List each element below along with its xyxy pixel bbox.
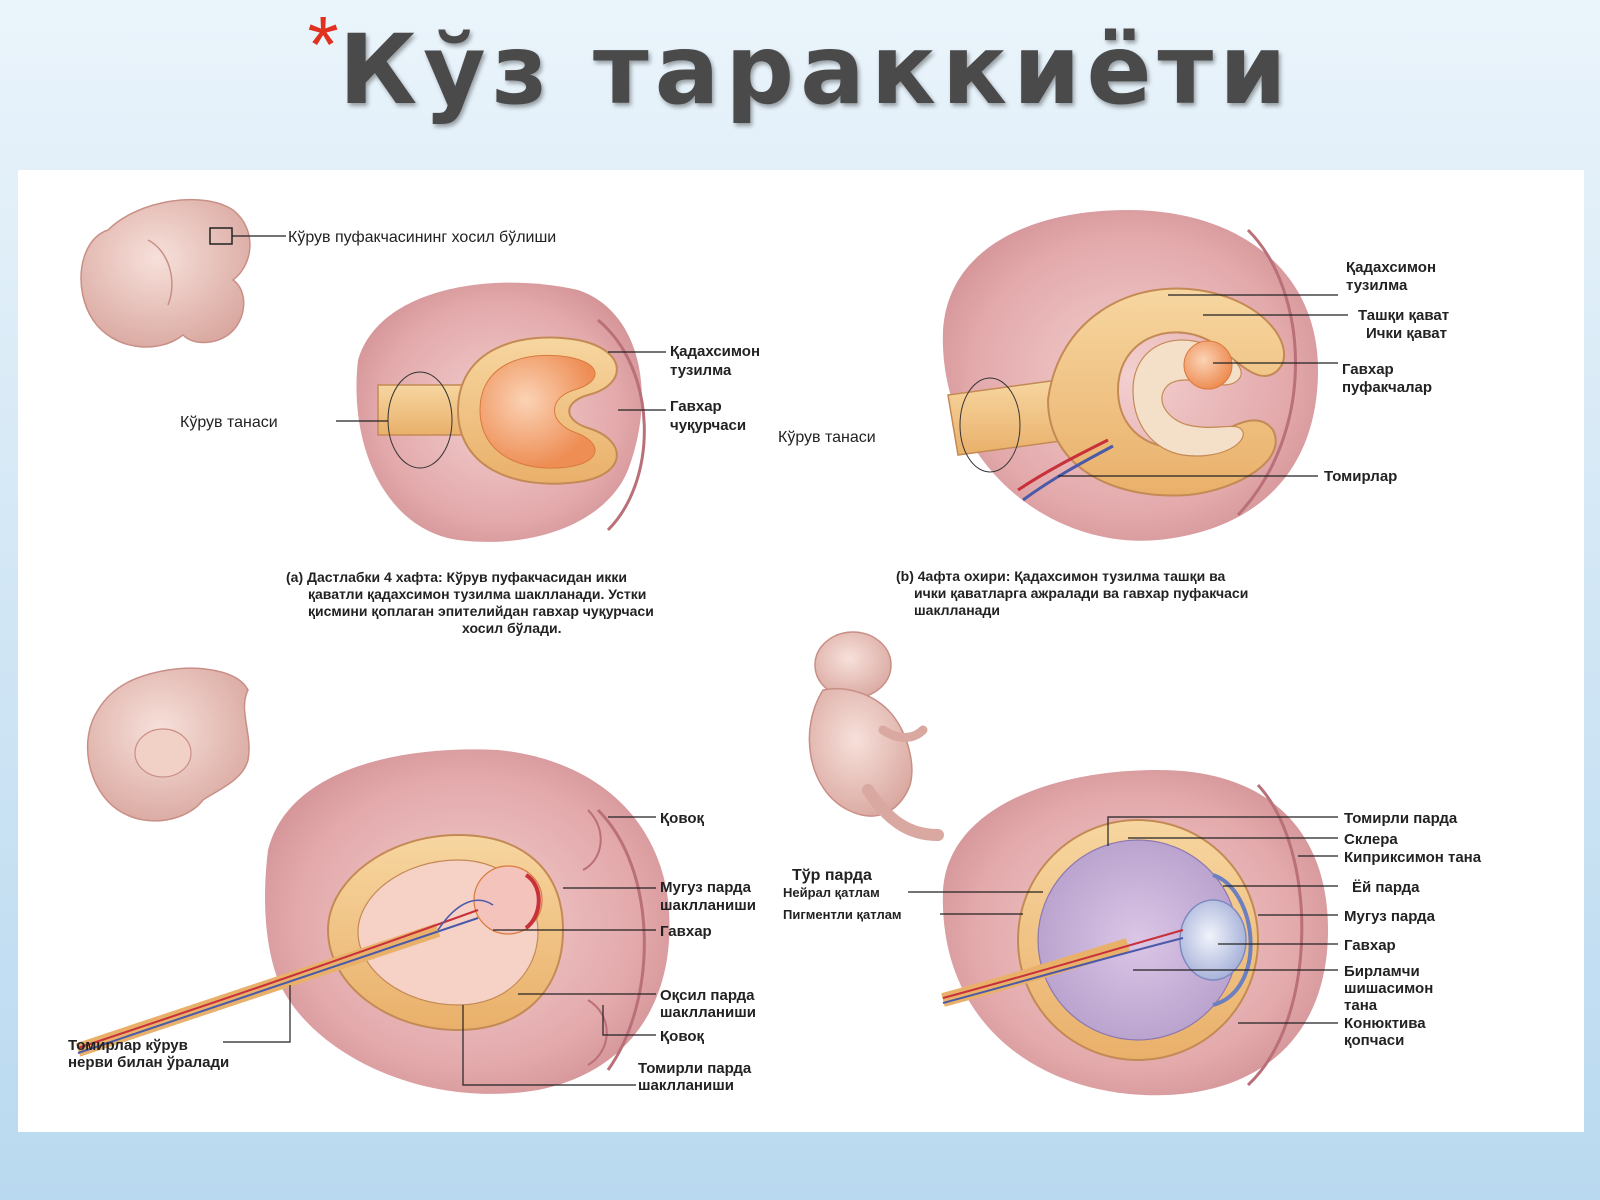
- label-c-vessels-2: нерви билан ўралади: [68, 1054, 229, 1071]
- panel-d: Тўр парда Нейрал қатлам Пигментли қатлам…: [783, 631, 1482, 1096]
- label-b-vessels: Томирлар: [1324, 468, 1397, 485]
- embryo-a-illustration: [80, 198, 251, 348]
- label-c-lens: Гавхар: [660, 923, 712, 940]
- label-b-lens-2: пуфакчалар: [1342, 379, 1432, 396]
- label-a-stalk: Кўрув танаси: [180, 414, 278, 431]
- label-d-vitreous-2: шишасимон: [1344, 980, 1433, 997]
- slide-title: *Кўз тараккиёти: [0, 5, 1600, 140]
- caption-b-line-1: (b) 4афта охири: Қадахсимон тузилма ташқ…: [896, 568, 1225, 584]
- diagram-panel: Кўрув пуфакчасининг хосил бўлиши Қадахси…: [18, 170, 1584, 1132]
- label-b-outer: Ташқи қават: [1358, 307, 1449, 324]
- label-c-sclera-1: Оқсил парда: [660, 987, 755, 1004]
- label-b-cup-2: тузилма: [1346, 277, 1408, 294]
- panel-a: Кўрув пуфакчасининг хосил бўлиши Қадахси…: [80, 198, 760, 636]
- label-c-sclera-2: шаклланиши: [660, 1004, 756, 1021]
- eye-d-illustration: [941, 770, 1328, 1096]
- label-b-inner: Ички қават: [1366, 325, 1447, 342]
- label-d-neural: Нейрал қатлам: [783, 885, 880, 900]
- label-vesicle-formation: Кўрув пуфакчасининг хосил бўлиши: [288, 229, 556, 246]
- caption-a-line-3: қисмини қоплаган эпителийдан гавхар чуқу…: [308, 603, 654, 619]
- label-c-eyelid-bottom: Қовоқ: [660, 1028, 705, 1045]
- optic-cup-a-illustration: [356, 282, 646, 542]
- label-d-iris: Ёй парда: [1352, 879, 1420, 896]
- label-d-sclera: Склера: [1344, 831, 1398, 848]
- title-text: Кўз тараккиёти: [338, 14, 1293, 126]
- caption-b-line-3: шаклланади: [914, 602, 1000, 618]
- panel-b: Қадахсимон тузилма Ташқи қават Ички қава…: [778, 210, 1449, 618]
- label-a-pit-1: Гавхар: [670, 398, 722, 415]
- label-a-cup-1: Қадахсимон: [670, 343, 760, 360]
- label-b-stalk: Кўрув танаси: [778, 429, 876, 446]
- label-c-eyelid-top: Қовоқ: [660, 810, 705, 827]
- label-c-cornea-2: шаклланиши: [660, 897, 756, 914]
- label-c-vessels-1: Томирлар кўрув: [68, 1037, 188, 1054]
- eye-development-diagram: Кўрув пуфакчасининг хосил бўлиши Қадахси…: [68, 198, 1482, 1096]
- panel-c: Қовоқ Мугуз парда шаклланиши Гавхар Оқси…: [68, 667, 756, 1094]
- title-asterisk: *: [307, 0, 339, 89]
- label-d-lens: Гавхар: [1344, 937, 1396, 954]
- label-a-pit-2: чуқурчаси: [670, 417, 746, 434]
- label-d-ciliary: Киприксимон тана: [1344, 849, 1482, 866]
- label-d-vitreous-1: Бирламчи: [1344, 963, 1420, 980]
- label-d-cornea: Мугуз парда: [1344, 908, 1436, 925]
- label-d-conj-2: қопчаси: [1344, 1032, 1404, 1049]
- caption-a-line-1: (a) Дастлабки 4 хафта: Кўрув пуфакчасида…: [286, 569, 627, 585]
- embryo-c-illustration: [86, 667, 250, 822]
- label-c-choroid-1: Томирли парда: [638, 1060, 752, 1077]
- label-d-conj-1: Конюктива: [1344, 1015, 1426, 1032]
- caption-a-line-4: хосил бўлади.: [462, 620, 561, 636]
- label-b-cup-1: Қадахсимон: [1346, 259, 1436, 276]
- optic-cup-b-illustration: [942, 210, 1318, 541]
- caption-a-line-2: қаватли қадахсимон тузилма шаклланади. У…: [308, 586, 646, 602]
- eye-c-illustration: [75, 749, 670, 1094]
- label-c-choroid-2: шаклланиши: [638, 1077, 734, 1094]
- label-d-choroid: Томирли парда: [1344, 810, 1458, 827]
- label-a-cup-2: тузилма: [670, 362, 732, 379]
- fetus-d-illustration: [808, 631, 944, 841]
- label-b-lens-1: Гавхар: [1342, 361, 1394, 378]
- label-c-cornea-1: Мугуз парда: [660, 879, 752, 896]
- label-d-retina: Тўр парда: [792, 867, 872, 884]
- label-d-vitreous-3: тана: [1344, 997, 1378, 1014]
- label-d-pigment: Пигментли қатлам: [783, 907, 902, 922]
- caption-b-line-2: ички қаватларга ажралади ва гавхар пуфак…: [914, 585, 1248, 601]
